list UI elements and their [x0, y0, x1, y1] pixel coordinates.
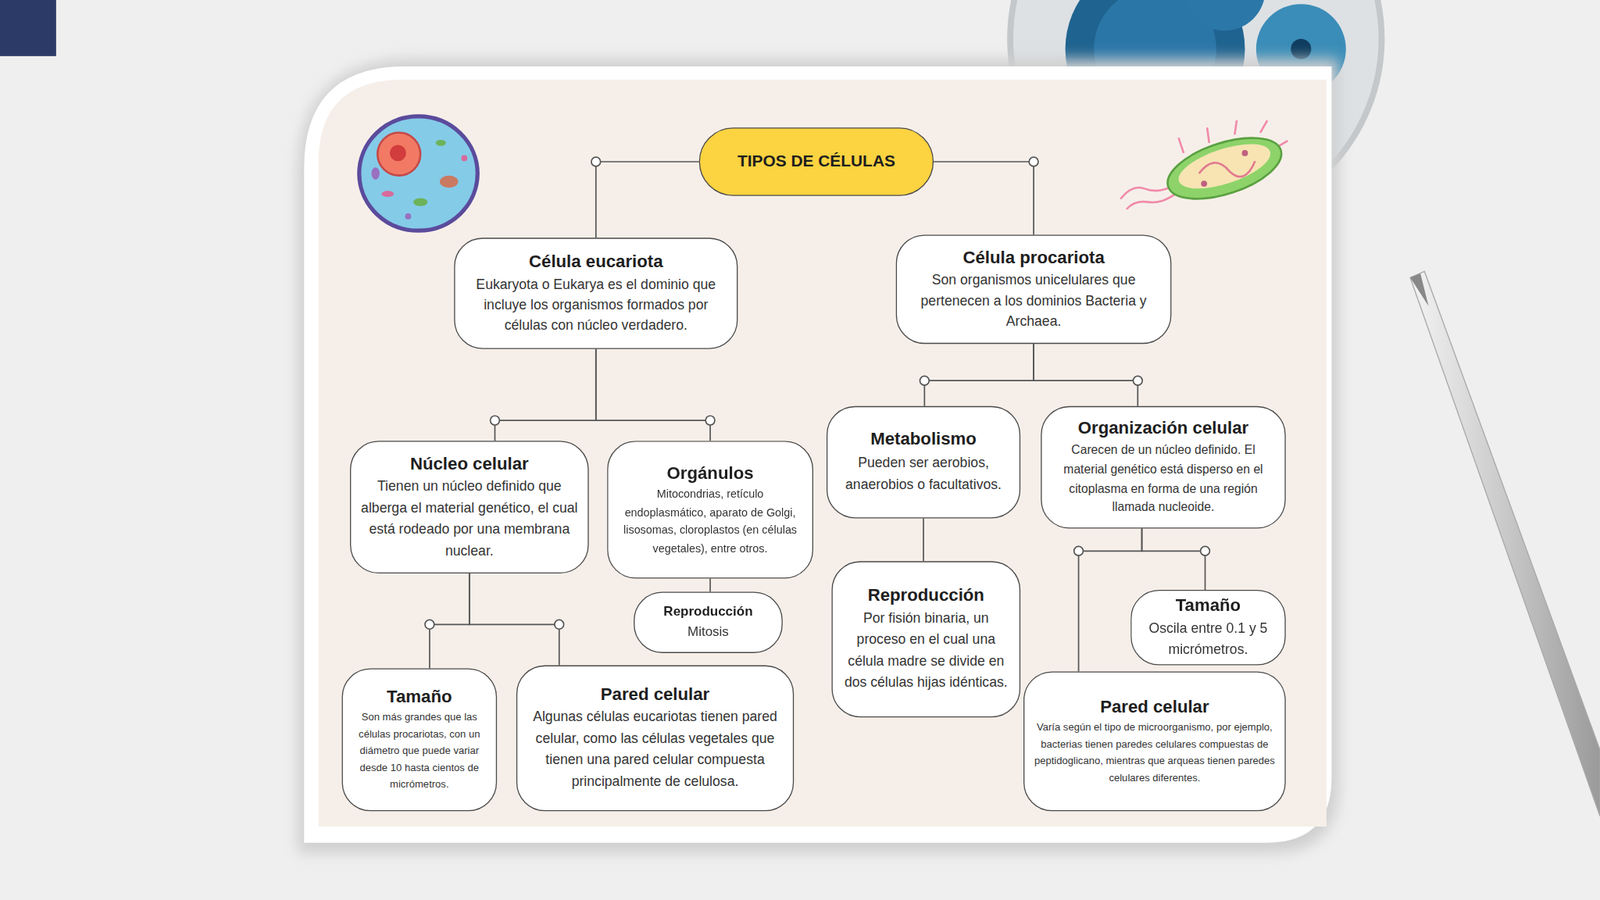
box-heading: Célula eucariota	[528, 250, 664, 273]
connector-line	[494, 349, 596, 442]
concept-box: ReproducciónPor fisión binaria, un proce…	[831, 560, 1021, 718]
box-heading: Metabolismo	[870, 428, 977, 451]
box-heading: Célula procariota	[962, 246, 1104, 268]
title-pill: TIPOS DE CÉLULAS	[699, 127, 934, 197]
junction-dot	[1028, 157, 1039, 167]
box-heading: Tamaño	[386, 685, 452, 708]
connector-line	[596, 161, 700, 238]
prokaryotic-cell-illustration	[1120, 120, 1289, 211]
box-body: Carecen de un núcleo definido. El materi…	[1050, 441, 1275, 518]
connector-line	[469, 573, 560, 666]
concept-box: Pared celularAlgunas células eucariotas …	[516, 665, 794, 812]
connector-line	[596, 349, 711, 442]
junction-dot	[919, 375, 929, 386]
box-heading: Núcleo celular	[410, 452, 529, 475]
box-heading: Organización celular	[1078, 417, 1249, 440]
box-heading: Pared celular	[600, 683, 710, 706]
junction-dot	[1074, 546, 1084, 556]
connector-line	[1142, 528, 1206, 590]
box-body: Tienen un núcleo definido que alberga el…	[360, 476, 579, 562]
box-heading: Orgánulos	[667, 461, 754, 484]
connector-line	[924, 343, 1034, 407]
junction-dot	[1200, 546, 1211, 556]
concept-box: Célula procariotaSon organismos unicelul…	[896, 234, 1172, 344]
junction-dot	[554, 619, 565, 629]
box-body: Mitosis	[687, 621, 729, 642]
box-heading: Tamaño	[1175, 594, 1241, 617]
connector-line	[709, 578, 711, 593]
eukaryotic-cell-illustration	[359, 116, 479, 231]
corner-square	[0, 0, 57, 57]
concept-box: OrgánulosMitocondrias, retículo endoplas…	[607, 440, 814, 579]
junction-dot	[591, 157, 601, 167]
box-body: Varía según el tipo de microorganismo, p…	[1033, 719, 1276, 787]
concept-box: TamañoSon más grandes que las células pr…	[342, 668, 498, 812]
connector-line	[1033, 343, 1138, 407]
connector-line	[922, 518, 925, 562]
connector-line	[933, 161, 1034, 235]
box-heading: Reproducción	[663, 603, 753, 620]
box-body: Por fisión binaria, un proceso en el cua…	[842, 608, 1011, 694]
box-heading: Reproducción	[867, 584, 985, 607]
box-heading: TIPOS DE CÉLULAS	[737, 150, 896, 172]
box-body: Oscila entre 0.1 y 5 micrómetros.	[1140, 618, 1275, 661]
concept-box: ReproducciónMitosis	[633, 592, 783, 654]
junction-dot	[425, 619, 435, 629]
card	[303, 66, 1332, 843]
card-shadow	[297, 59, 1339, 854]
junction-dot	[490, 415, 500, 425]
box-body: Algunas células eucariotas tienen pared …	[526, 707, 784, 793]
concept-box: Núcleo celularTienen un núcleo definido …	[350, 440, 590, 574]
concept-box: Célula eucariotaEukaryota o Eukarya es e…	[453, 237, 738, 349]
pen	[1410, 271, 1600, 816]
concept-box: Organización celularCarecen de un núcleo…	[1040, 406, 1286, 529]
box-body: Son organismos unicelulares que pertenec…	[906, 270, 1162, 333]
box-body: Mitocondrias, retículo endoplasmático, a…	[617, 485, 804, 558]
connector-line	[429, 573, 470, 668]
card-panel	[318, 79, 1327, 827]
junction-dot	[1132, 375, 1143, 386]
box-body: Son más grandes que las células procario…	[352, 709, 487, 794]
concept-box: TamañoOscila entre 0.1 y 5 micrómetros.	[1130, 589, 1286, 665]
concept-box: Pared celularVaría según el tipo de micr…	[1023, 671, 1286, 811]
concept-box: MetabolismoPueden ser aerobios, anaerobi…	[826, 406, 1021, 519]
connector-line	[1078, 528, 1143, 672]
box-body: Eukaryota o Eukarya es el dominio que in…	[464, 274, 728, 336]
junction-dot	[705, 415, 715, 425]
box-body: Pueden ser aerobios, anaerobios o facult…	[836, 453, 1011, 497]
box-heading: Pared celular	[1100, 696, 1209, 718]
